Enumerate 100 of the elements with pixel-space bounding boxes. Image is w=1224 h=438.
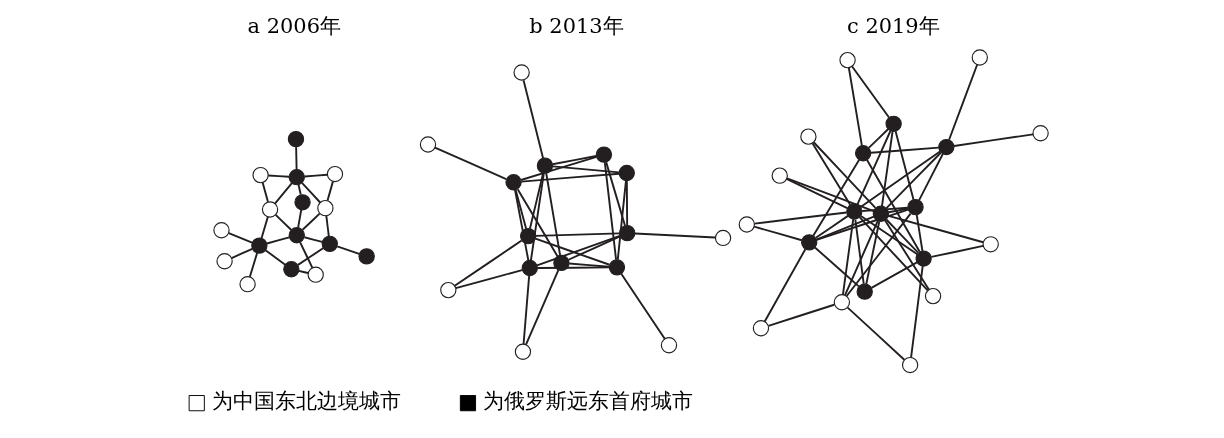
connector xyxy=(297,269,309,274)
connector xyxy=(846,306,906,361)
connector xyxy=(915,213,924,252)
connector xyxy=(264,249,287,266)
node-circle xyxy=(252,166,269,184)
connector xyxy=(274,214,293,231)
connector xyxy=(633,232,717,239)
node-circle xyxy=(307,266,324,283)
node-circle xyxy=(938,138,955,156)
connector xyxy=(453,239,523,287)
node-circle xyxy=(317,200,334,217)
node-circle xyxy=(283,261,300,278)
connector xyxy=(260,215,269,240)
connector xyxy=(230,247,254,260)
connector xyxy=(616,179,627,261)
node-circle xyxy=(261,201,279,218)
connector xyxy=(881,130,894,208)
connector xyxy=(605,161,626,227)
connector xyxy=(227,232,254,244)
node-circle xyxy=(251,237,268,254)
connector xyxy=(520,155,598,181)
connector xyxy=(620,273,666,340)
connector xyxy=(884,219,930,291)
connector xyxy=(861,206,909,212)
node-circle xyxy=(854,145,872,162)
connector xyxy=(567,235,621,261)
node-circle xyxy=(846,203,863,220)
node-circle xyxy=(833,294,851,311)
connector xyxy=(297,247,325,266)
legend-label: 为俄罗斯远东首府城市 xyxy=(483,389,694,414)
connector xyxy=(859,215,919,256)
node-circle xyxy=(288,169,305,186)
connector xyxy=(814,214,849,239)
connector xyxy=(930,245,985,258)
connector xyxy=(261,181,269,203)
connector xyxy=(295,145,298,171)
connector xyxy=(953,133,1034,147)
connector xyxy=(520,172,620,183)
connector xyxy=(845,212,912,297)
node-circle xyxy=(971,49,988,66)
connector xyxy=(767,303,836,327)
connector xyxy=(858,216,929,292)
node-circle xyxy=(618,164,635,182)
node-circle xyxy=(521,259,538,277)
node-circle xyxy=(801,234,818,251)
node-circle xyxy=(915,250,932,267)
connector xyxy=(786,177,875,212)
connector xyxy=(525,269,560,346)
connector xyxy=(299,241,314,269)
node-circle xyxy=(660,337,678,354)
connector xyxy=(551,155,598,166)
node-circle xyxy=(536,157,554,174)
connector xyxy=(303,236,324,243)
connector xyxy=(811,142,852,206)
label: b 2013年 xyxy=(529,13,624,38)
connector xyxy=(865,220,881,286)
connector xyxy=(522,79,545,160)
node-circle xyxy=(514,343,532,360)
node-circle xyxy=(239,276,256,293)
connector xyxy=(753,211,848,225)
connector xyxy=(297,209,303,229)
connector xyxy=(514,188,530,262)
node-circle xyxy=(520,227,537,245)
connector xyxy=(514,188,528,230)
node-circle xyxy=(771,167,788,184)
node-circle xyxy=(505,174,522,191)
node-circle xyxy=(553,254,570,272)
connector xyxy=(534,237,611,266)
connector xyxy=(522,274,531,345)
node-circle xyxy=(513,64,530,81)
connector xyxy=(856,130,892,206)
connector xyxy=(536,234,621,267)
connector xyxy=(948,63,979,141)
connector xyxy=(753,225,803,242)
connector xyxy=(545,172,562,257)
connector xyxy=(336,245,361,255)
node-circle xyxy=(714,229,732,247)
node-circle xyxy=(216,253,233,270)
node-circle xyxy=(872,205,890,222)
node-circle xyxy=(752,320,770,337)
connector xyxy=(529,172,545,230)
connector xyxy=(812,141,877,209)
node-circle xyxy=(419,136,437,153)
legend-label: 为中国东北边境城市 xyxy=(211,389,401,414)
node-circle xyxy=(358,248,375,265)
connector xyxy=(910,265,924,359)
connector xyxy=(326,180,334,202)
connector xyxy=(301,212,321,231)
node-circle xyxy=(738,216,755,233)
node-circle xyxy=(885,115,902,132)
node-circle xyxy=(595,146,613,163)
connector xyxy=(267,174,291,178)
connector xyxy=(454,269,523,289)
connector xyxy=(303,173,329,178)
connector xyxy=(516,188,559,258)
connector xyxy=(301,181,322,204)
label: a 2006年 xyxy=(247,13,341,38)
node-circle xyxy=(800,128,817,145)
node-circle xyxy=(321,235,338,253)
connector xyxy=(869,146,940,154)
